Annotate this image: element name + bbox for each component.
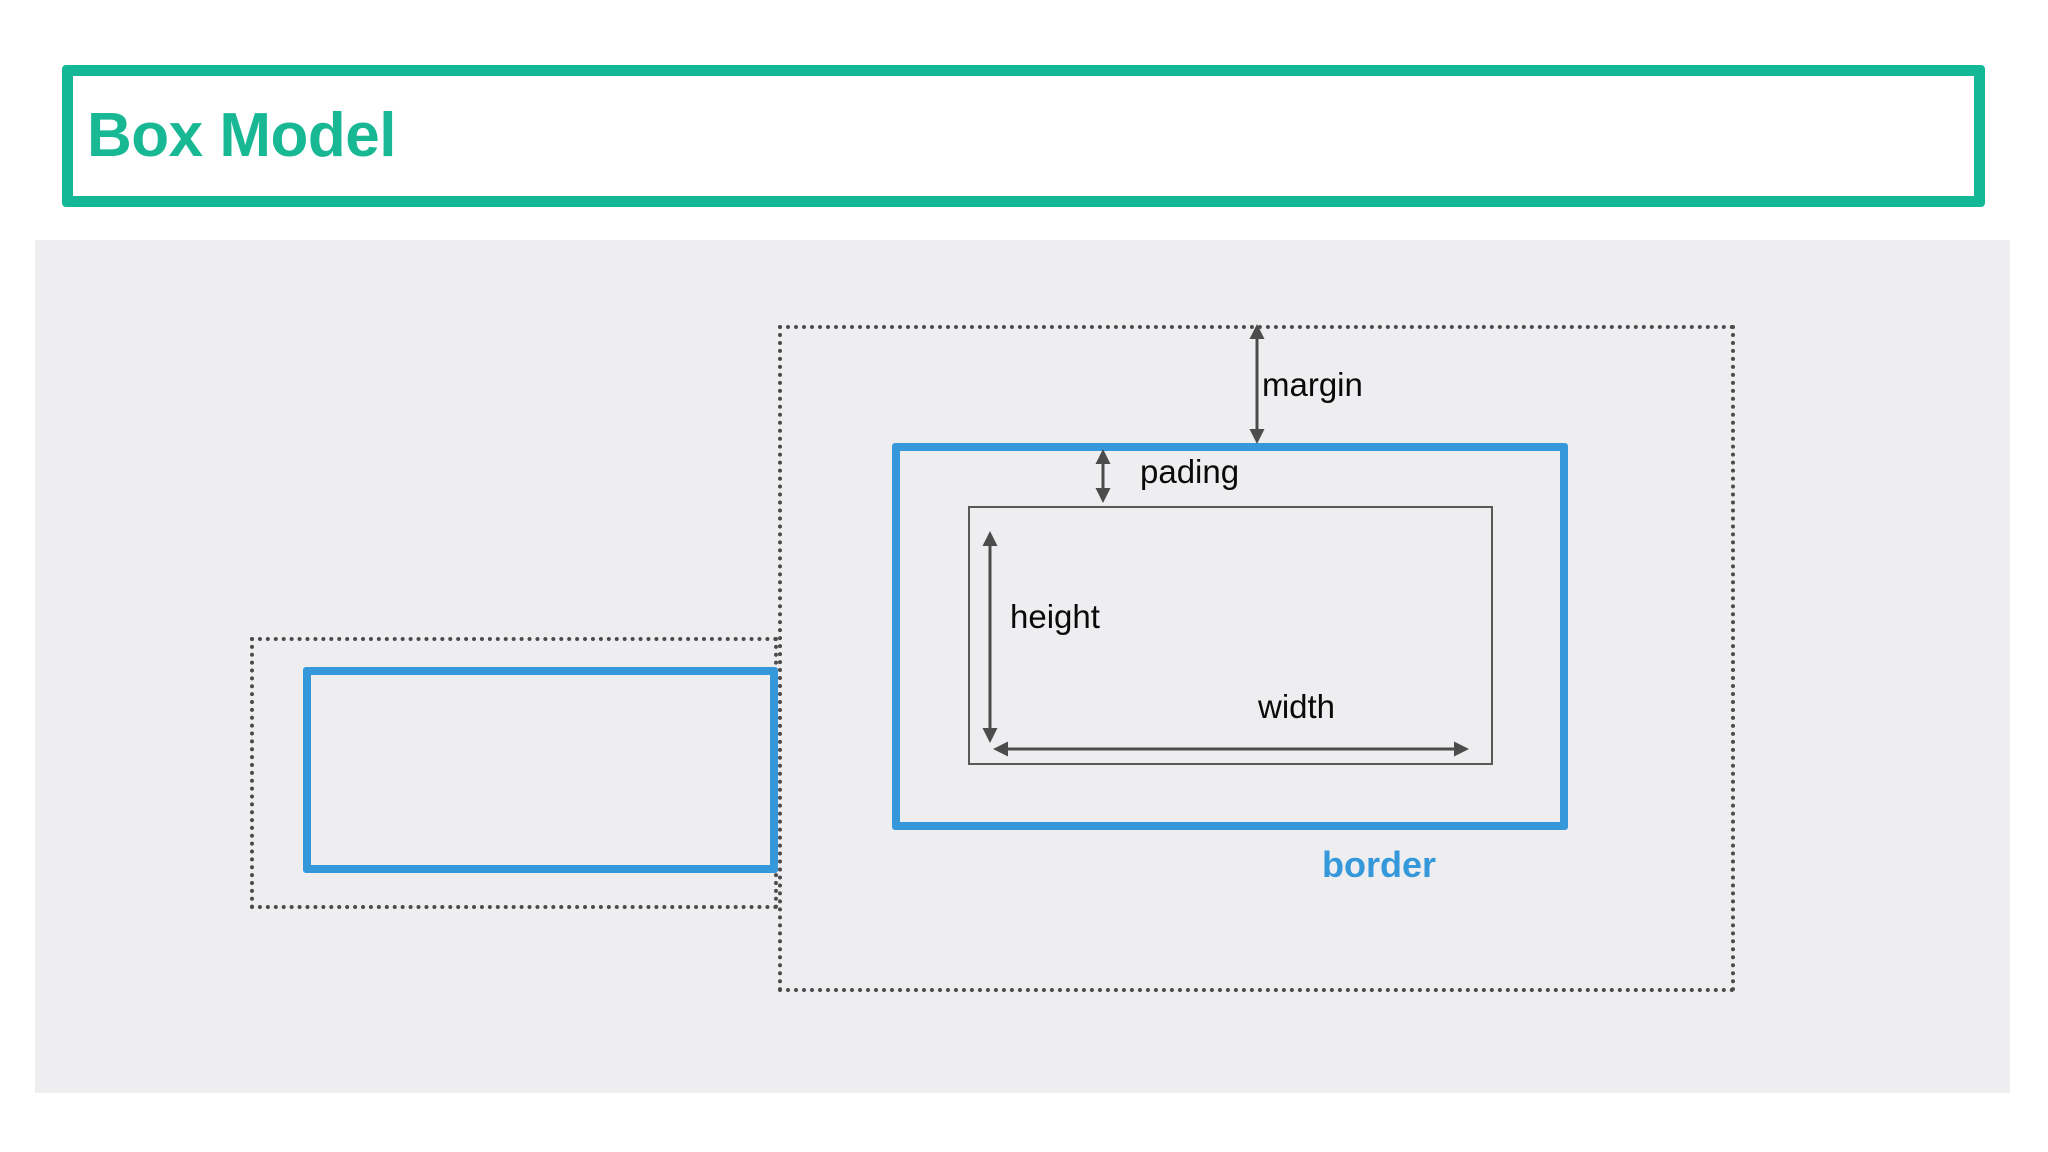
content-box (968, 506, 1493, 765)
height-label: height (1010, 598, 1100, 635)
border-label: border (1322, 844, 1437, 885)
padding-label: pading (1140, 453, 1240, 490)
page-title: Box Model (87, 101, 396, 170)
title-frame: Box Model (62, 65, 1985, 207)
margin-label: margin (1262, 366, 1363, 403)
width-label: width (1258, 688, 1336, 725)
small-border-box (303, 667, 778, 873)
